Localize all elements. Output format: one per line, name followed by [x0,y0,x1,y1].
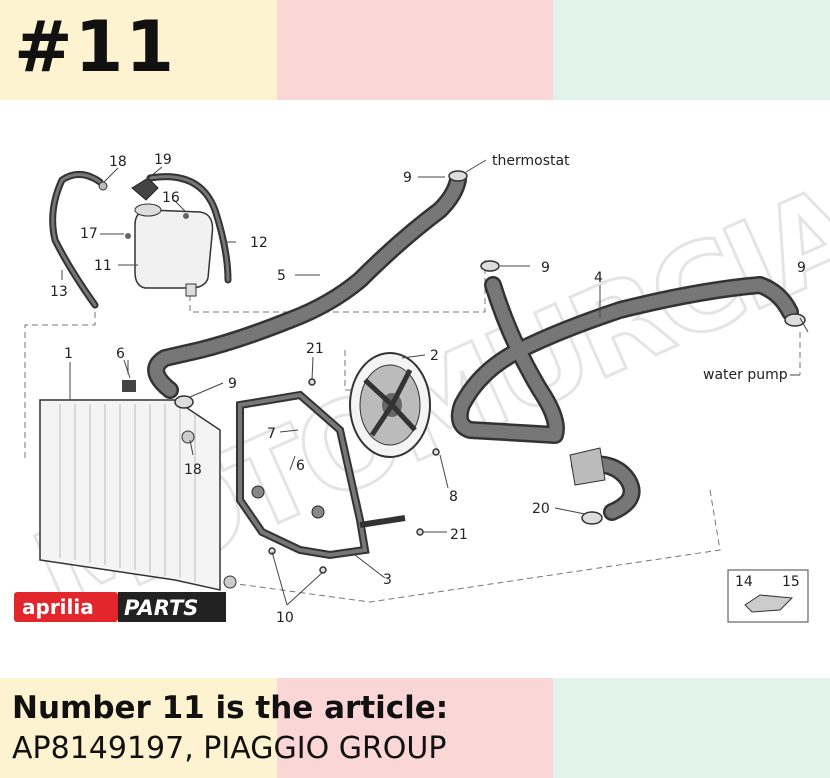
caption-article-heading: Number 11 is the article: [12,690,449,726]
label-6a: 6 [116,346,125,362]
label-9a: 9 [403,170,412,186]
hose-12 [146,173,232,284]
label-20: 20 [532,501,550,517]
label-13: 13 [50,284,68,300]
aprilia-parts-logo: aprilia PARTS [14,592,226,622]
fan-frame [236,390,406,560]
page-title: #11 [14,6,177,88]
label-5: 5 [277,268,286,284]
label-9d: 9 [228,376,237,392]
label-6b: 6 [296,458,305,474]
label-water-pump: water pump [703,367,788,383]
label-18b: 18 [184,462,202,478]
hose-5 [147,171,467,399]
label-1: 1 [64,346,73,362]
label-thermostat: thermostat [492,153,570,169]
label-18a: 18 [109,154,127,170]
aprilia-logo-text: aprilia [22,595,94,619]
label-8: 8 [449,489,458,505]
label-12: 12 [250,235,268,251]
label-21a: 21 [306,341,324,357]
caption-band [0,678,830,778]
leader-lines [61,159,809,606]
header-band [0,0,830,100]
parts-diagram: MOTOMURCIA [0,100,830,678]
label-2: 2 [430,348,439,364]
label-14: 14 [735,574,753,590]
radiator [39,380,237,591]
label-9c: 9 [797,260,806,276]
clamps [174,170,806,574]
label-16: 16 [162,190,180,206]
label-17: 17 [80,226,98,242]
hose-4 [450,276,799,521]
label-19: 19 [154,152,172,168]
caption-article-code: AP8149197, PIAGGIO GROUP [12,731,447,766]
cooling-fan [349,352,431,458]
label-9b: 9 [541,260,550,276]
label-21b: 21 [450,527,468,543]
label-15: 15 [782,574,800,590]
label-11: 11 [94,258,112,274]
hose-13 [49,171,104,309]
label-3: 3 [383,572,392,588]
label-4: 4 [594,270,603,286]
parts-logo-text: PARTS [124,596,198,620]
inset-box-14-15 [727,569,809,623]
label-7: 7 [267,426,276,442]
expansion-tank [98,177,214,297]
part-labels: 1 2 3 4 5 6 6 7 8 9 9 9 9 10 11 12 13 14… [50,152,806,626]
label-10: 10 [276,610,294,626]
